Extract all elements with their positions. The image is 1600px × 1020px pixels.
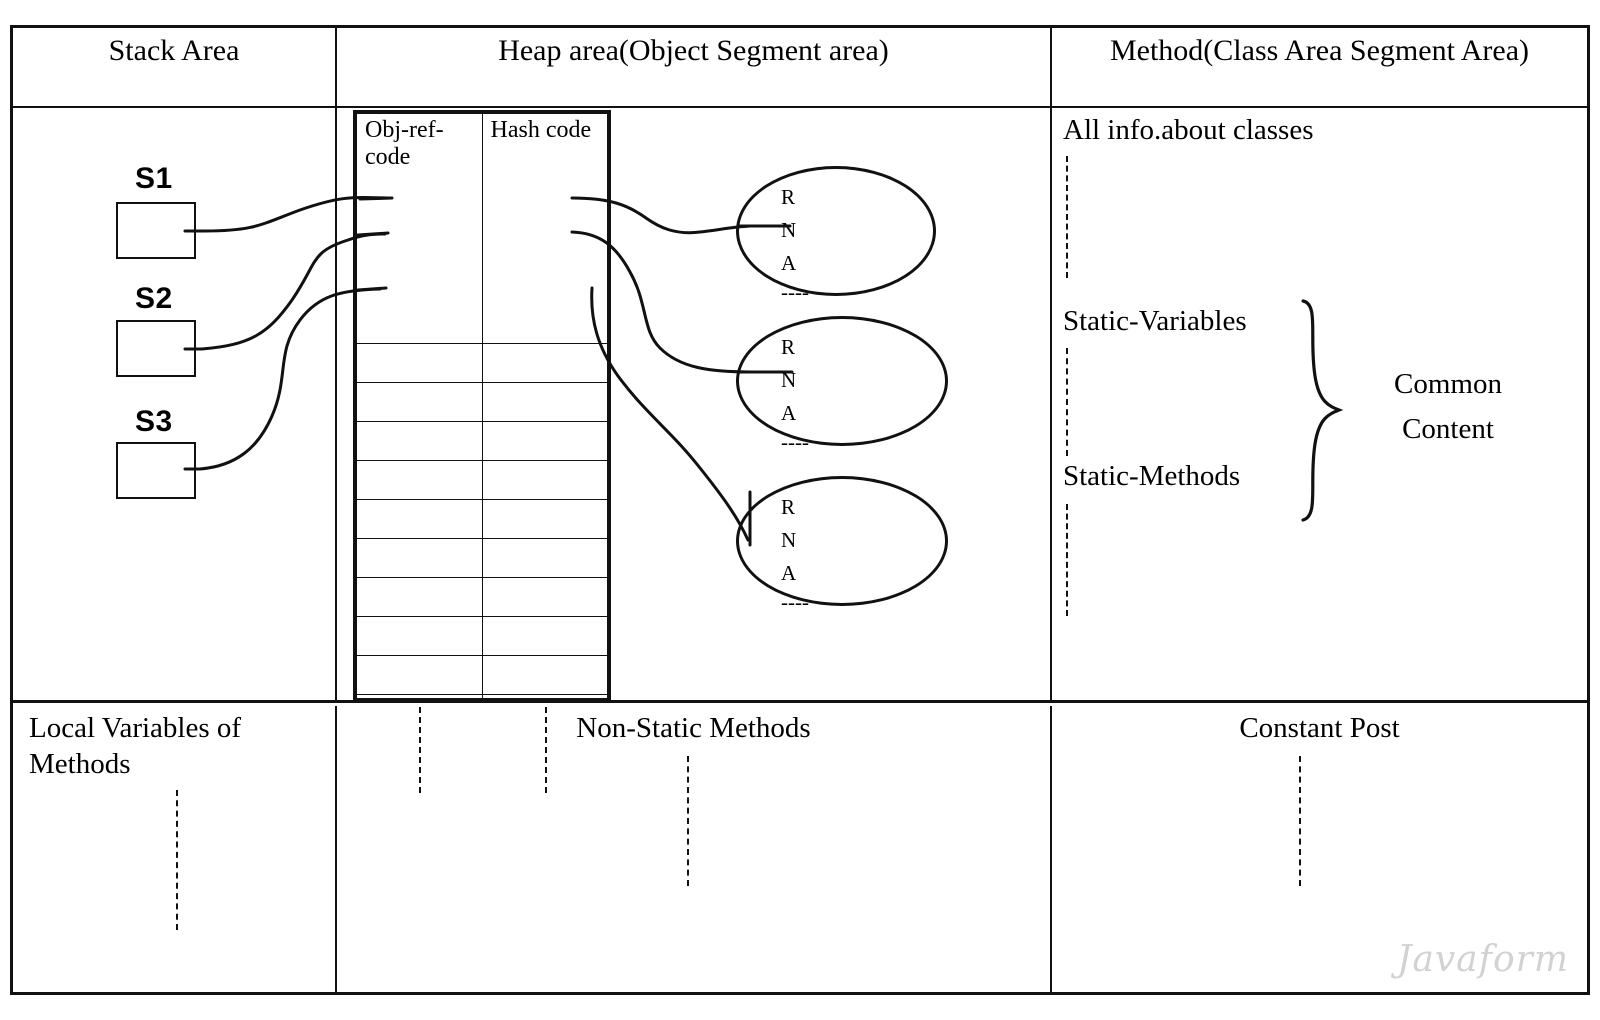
bottom-divider-heap-method <box>1050 706 1052 995</box>
cell-objref <box>356 460 483 501</box>
header-method-area: Method(Class Area Segment Area) <box>1109 34 1530 67</box>
common-content-label: Common Content <box>1333 362 1563 452</box>
javaform-watermark: Javaform <box>1396 939 1569 980</box>
column-divider-stack-heap <box>335 28 337 703</box>
vertical-ellipsis-marker <box>419 707 422 794</box>
table-col-header-hash: Hash code <box>481 112 608 345</box>
object-line-n: N <box>781 218 797 242</box>
table-header-row: Obj-ref-code Hash code <box>356 112 608 345</box>
cell-hash <box>481 577 608 618</box>
stack-frame-box-s2 <box>116 320 196 377</box>
heap-object-ellipse-3: R N A ---- <box>736 476 948 614</box>
column-divider-heap-method <box>1050 28 1052 703</box>
common-content-brace <box>1295 298 1347 528</box>
cell-hash <box>481 655 608 696</box>
bottom-section-divider <box>13 700 1587 703</box>
vertical-ellipsis-marker <box>544 707 547 794</box>
bottom-method-label: Constant Post <box>1239 712 1400 744</box>
table-col-header-objref: Obj-ref-code <box>356 112 483 345</box>
cell-hash-continuation <box>481 694 608 794</box>
cell-hash <box>481 421 608 462</box>
bottom-stack-label: Local Variables of Methods <box>29 710 329 782</box>
bottom-method-ellipsis <box>1299 756 1301 886</box>
object-line-a: A <box>781 251 797 275</box>
object-line-ellipsis: ---- <box>781 590 809 614</box>
heap-object-2-content: R N A ---- <box>781 331 809 454</box>
bottom-stack-line-2: Methods <box>29 748 131 780</box>
header-stack-area: Stack Area <box>108 34 240 67</box>
table-row <box>356 382 608 423</box>
cell-hash <box>481 538 608 579</box>
table-row <box>356 421 608 462</box>
cell-objref <box>356 382 483 423</box>
object-line-n: N <box>781 528 797 552</box>
heap-object-ellipse-1: R N A ---- <box>736 166 936 304</box>
method-static-variables-ellipsis <box>1066 348 1068 456</box>
stack-frame-label-s1: S1 <box>135 162 173 195</box>
table-row <box>356 577 608 618</box>
table-row <box>356 460 608 501</box>
header-divider <box>13 106 1587 108</box>
method-static-variables-label: Static-Variables <box>1063 305 1247 337</box>
object-line-r: R <box>781 495 796 519</box>
heap-object-ellipse-2: R N A ---- <box>736 316 948 454</box>
object-line-r: R <box>781 185 796 209</box>
object-line-a: A <box>781 401 797 425</box>
header-heap-area: Heap area(Object Segment area) <box>498 34 889 67</box>
cell-hash <box>481 460 608 501</box>
object-line-n: N <box>781 368 797 392</box>
stack-frame-label-s2: S2 <box>135 282 173 315</box>
object-line-ellipsis: ---- <box>781 430 809 454</box>
cell-hash <box>481 382 608 423</box>
table-row <box>356 616 608 657</box>
cell-objref <box>356 538 483 579</box>
bottom-heap-ellipsis <box>687 756 689 886</box>
stack-frame-box-s3 <box>116 442 196 499</box>
bottom-stack-ellipsis <box>176 790 178 930</box>
cell-objref <box>356 616 483 657</box>
cell-hash <box>481 499 608 540</box>
bottom-stack-line-1: Local Variables of <box>29 712 242 744</box>
heap-object-1-content: R N A ---- <box>781 181 809 304</box>
table-row <box>356 343 608 384</box>
method-static-methods-ellipsis <box>1066 504 1068 616</box>
object-line-a: A <box>781 561 797 585</box>
table-continuation-row <box>356 694 608 794</box>
bottom-divider-stack-heap <box>335 706 337 995</box>
heap-object-reference-table: Obj-ref-code Hash code <box>353 110 611 794</box>
stack-frame-box-s1 <box>116 202 196 259</box>
cell-objref-continuation <box>356 694 483 794</box>
cell-objref <box>356 499 483 540</box>
method-all-info-label: All info.about classes <box>1063 114 1314 146</box>
cell-objref <box>356 343 483 384</box>
cell-objref <box>356 421 483 462</box>
jvm-memory-diagram-frame: Stack Area Heap area(Object Segment area… <box>10 25 1590 995</box>
object-line-ellipsis: ---- <box>781 280 809 304</box>
cell-objref <box>356 655 483 696</box>
object-line-r: R <box>781 335 796 359</box>
table-row <box>356 655 608 696</box>
table-row <box>356 499 608 540</box>
method-static-methods-label: Static-Methods <box>1063 460 1241 492</box>
table-row <box>356 538 608 579</box>
stack-frame-label-s3: S3 <box>135 405 173 438</box>
cell-hash <box>481 616 608 657</box>
cell-objref <box>356 577 483 618</box>
bottom-heap-label: Non-Static Methods <box>576 712 811 744</box>
common-content-line-2: Content <box>1402 413 1494 445</box>
heap-object-3-content: R N A ---- <box>781 491 809 614</box>
cell-hash <box>481 343 608 384</box>
method-all-info-ellipsis <box>1066 156 1068 278</box>
common-content-line-1: Common <box>1394 368 1502 400</box>
